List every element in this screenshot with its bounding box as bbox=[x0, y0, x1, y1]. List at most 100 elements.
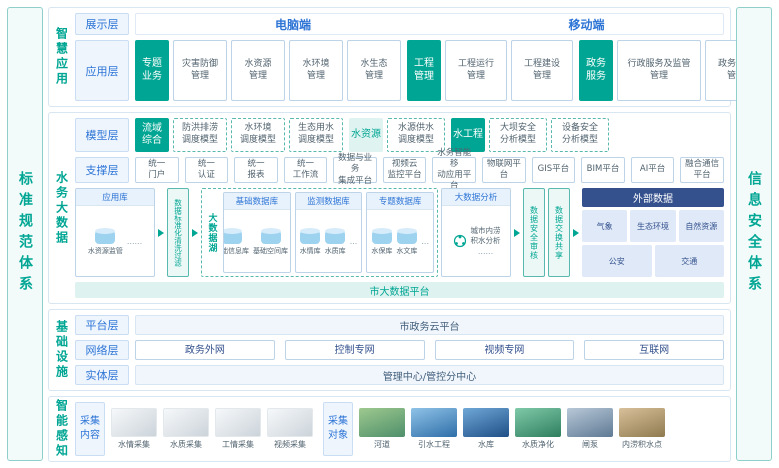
photo-caption: 水质净化 bbox=[522, 440, 554, 449]
water-resource-tab: 水资源 bbox=[349, 118, 383, 152]
basin-comprehensive-tab: 流域 综合 bbox=[135, 118, 169, 152]
photo-gate-pump bbox=[567, 408, 613, 437]
flow-arrow-icon bbox=[514, 228, 520, 237]
external-data-item: 交通 bbox=[654, 245, 724, 277]
support-item: GIS平台 bbox=[531, 157, 576, 183]
support-item: 统一 报表 bbox=[234, 157, 278, 183]
standards-system-label: 标准规范体系 bbox=[17, 171, 33, 297]
data-exchange-share-label: 数据交换共享 bbox=[554, 205, 564, 260]
display-layer-label: 展示层 bbox=[75, 13, 129, 35]
thematic-database-panel: 专题数据库 水保库 水文库 ... bbox=[366, 192, 435, 273]
collection-content-label: 采集 内容 bbox=[75, 402, 105, 456]
base-database-header: 基础数据库 bbox=[224, 193, 290, 210]
display-layer-row: 展示层 电脑端 移动端 bbox=[75, 13, 724, 35]
database-cylinder-icon bbox=[396, 227, 417, 244]
external-data-item: 生态环境 bbox=[630, 210, 676, 242]
external-data-item: 气象 bbox=[582, 210, 628, 242]
cylinder-caption: 水文库 bbox=[396, 246, 418, 255]
photo-water-purification bbox=[515, 408, 561, 437]
collection-object-item: 水库 bbox=[463, 402, 509, 456]
photo-video-camera bbox=[267, 408, 313, 437]
network-item: 互联网 bbox=[584, 340, 724, 360]
ellipsis-text: ... bbox=[421, 236, 429, 246]
model-layer-row: 模型层 流域 综合 防洪排涝 调度模型 水环境 调度模型 生态用水 调度模型 水… bbox=[75, 118, 724, 152]
band-infrastructure: 基础设施 平台层 市政务云平台 网络层 政务外网 控制专网 视频专网 互联网 bbox=[48, 309, 731, 391]
base-database-panel: 基础数据库 基础信息库 基础空间库 ... bbox=[223, 192, 291, 273]
support-item: 统一 门户 bbox=[135, 157, 179, 183]
cylinder-caption: 基础空间库 bbox=[253, 246, 289, 255]
database-cylinder-icon bbox=[371, 227, 392, 244]
photo-caption: 引水工程 bbox=[418, 440, 450, 449]
group-basin-comprehensive: 流域 综合 防洪排涝 调度模型 水环境 调度模型 生态用水 调度模型 bbox=[135, 118, 343, 152]
ellipsis-text: ...... bbox=[126, 236, 143, 246]
application-layer-row: 应用层 专题 业务 灾害防御 管理 水资源 管理 水环境 管理 水生态 管理 工… bbox=[75, 40, 767, 101]
photo-caption: 工情采集 bbox=[222, 440, 254, 449]
group-thematic-business: 专题 业务 灾害防御 管理 水资源 管理 水环境 管理 水生态 管理 bbox=[135, 40, 401, 101]
data-cleansing-label: 数据标准化清洗过滤 bbox=[173, 198, 183, 267]
database-cylinder-icon bbox=[325, 227, 346, 244]
photo-caption: 河道 bbox=[374, 440, 390, 449]
database-cylinder-icon bbox=[95, 227, 116, 244]
photo-water-quality-sensor bbox=[163, 408, 209, 437]
thematic-business-tab: 专题 业务 bbox=[135, 40, 169, 101]
information-security-bar: 信息安全体系 bbox=[736, 7, 772, 461]
band-smart-application: 智慧应用 展示层 电脑端 移动端 应用层 专题 业务 灾害防御 管理 水资源 管… bbox=[48, 7, 767, 107]
collection-object-label: 采集 对象 bbox=[323, 402, 353, 456]
app-item: 灾害防御 管理 bbox=[173, 40, 227, 101]
cylinder-caption: 基础信息库 bbox=[224, 246, 250, 255]
cylinder-caption: 水资源监管 bbox=[87, 246, 123, 255]
support-item: 融合通信 平台 bbox=[680, 157, 724, 183]
band-water-big-data-label: 水务大数据 bbox=[54, 170, 69, 246]
support-item: AI平台 bbox=[630, 157, 675, 183]
analysis-network-icon bbox=[453, 234, 466, 248]
collection-object-item: 河道 bbox=[359, 402, 405, 456]
database-cylinder-icon bbox=[260, 227, 281, 244]
flow-arrow-icon bbox=[158, 228, 164, 237]
app-item: 工程建设 管理 bbox=[511, 40, 573, 101]
collection-content-item: 水情采集 bbox=[111, 402, 157, 456]
app-item: 水资源 管理 bbox=[231, 40, 285, 101]
model-item: 水源供水 调度模型 bbox=[387, 118, 445, 152]
model-item: 水环境 调度模型 bbox=[231, 118, 285, 152]
information-security-label: 信息安全体系 bbox=[746, 171, 762, 297]
ellipsis-text: ...... bbox=[477, 246, 494, 256]
group-water-resource: 水资源 水源供水 调度模型 bbox=[349, 118, 445, 152]
network-item: 政务外网 bbox=[135, 340, 275, 360]
group-water-engineering: 水工程 大坝安全 分析模型 设备安全 分析模型 bbox=[451, 118, 609, 152]
collection-content-item: 工情采集 bbox=[215, 402, 261, 456]
support-layer-row: 支撑层 统一 门户 统一 认证 统一 报表 统一 工作流 数据与业务 集成平台 … bbox=[75, 148, 724, 191]
photo-water-diversion bbox=[411, 408, 457, 437]
big-data-analysis-panel: 大数据分析 城市内涝 积水分析 ...... bbox=[441, 188, 511, 277]
application-database-panel: 应用库 水资源监管 ...... bbox=[75, 188, 155, 277]
support-item: 数据与业务 集成平台 bbox=[333, 153, 377, 186]
support-item: 统一 认证 bbox=[184, 157, 229, 183]
big-data-lake-label: 大数据湖 bbox=[206, 212, 217, 253]
collection-object-item: 闸泵 bbox=[567, 402, 613, 456]
photo-river-channel bbox=[359, 408, 405, 437]
city-big-data-platform-bar: 市大数据平台 bbox=[75, 282, 724, 298]
photo-caption: 内涝积水点 bbox=[622, 440, 662, 449]
application-layer-label: 应用层 bbox=[75, 40, 129, 101]
external-data-item: 自然资源 bbox=[678, 210, 724, 242]
photo-water-level-sensor bbox=[111, 408, 157, 437]
engineering-management-tab: 工程 管理 bbox=[407, 40, 441, 101]
data-cleansing-box: 数据标准化清洗过滤 bbox=[167, 188, 189, 277]
government-service-tab: 政务 服务 bbox=[579, 40, 613, 101]
thematic-database-header: 专题数据库 bbox=[367, 193, 434, 210]
photo-caption: 闸泵 bbox=[582, 440, 598, 449]
city-gov-cloud-platform: 市政务云平台 bbox=[135, 315, 724, 335]
collection-content-group: 采集 内容 水情采集 水质采集 工情采集 bbox=[75, 402, 313, 456]
management-center-bar: 管理中心/管控分中心 bbox=[135, 365, 724, 385]
photo-caption: 水库 bbox=[478, 440, 494, 449]
collection-object-group: 采集 对象 河道 引水工程 水库 bbox=[323, 402, 665, 456]
water-engineering-tab: 水工程 bbox=[451, 118, 485, 152]
app-item: 水环境 管理 bbox=[289, 40, 343, 101]
data-flow-row: 应用库 水资源监管 ...... 数据标准化清洗过滤 bbox=[75, 188, 724, 277]
collection-object-item: 引水工程 bbox=[411, 402, 457, 456]
monitoring-database-panel: 监测数据库 水情库 水质库 ... bbox=[294, 192, 363, 273]
model-item: 设备安全 分析模型 bbox=[551, 118, 609, 152]
support-item: BIM平台 bbox=[581, 157, 625, 183]
database-cylinder-icon bbox=[223, 227, 242, 244]
photo-caption: 水情采集 bbox=[118, 440, 150, 449]
external-data-item: 公安 bbox=[582, 245, 652, 277]
